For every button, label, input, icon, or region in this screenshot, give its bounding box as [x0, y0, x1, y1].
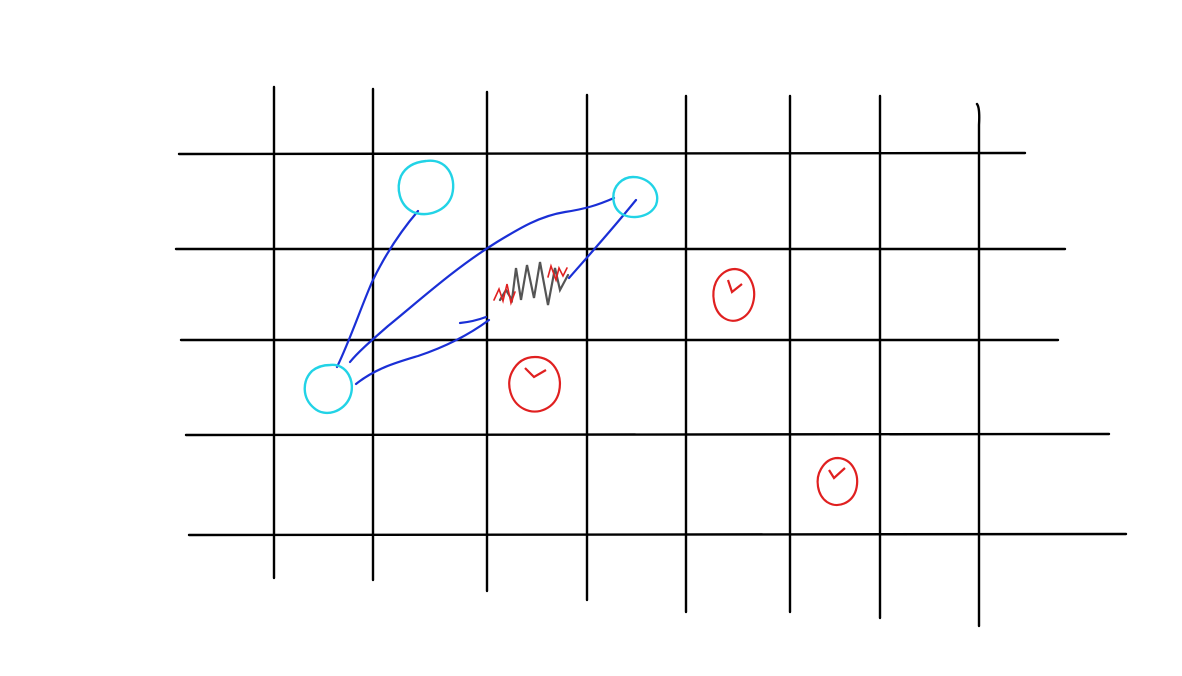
red-clock-icon [816, 456, 859, 507]
link-top-node-to-bottom-node [335, 209, 420, 369]
red-clock-face [508, 355, 561, 413]
red-nodes [508, 267, 859, 507]
horizontal-grid-lines [174, 151, 1128, 537]
grid-hline [184, 432, 1111, 437]
vertical-grid-lines [272, 85, 981, 628]
grid-vline [975, 102, 981, 628]
cyan-node-icon [303, 363, 353, 415]
red-clock-face [712, 267, 756, 322]
red-clock-hands [726, 279, 743, 294]
red-clock-hands [524, 367, 547, 379]
red-clock-face [816, 456, 859, 507]
link-right-node-to-bottom-node [348, 196, 616, 364]
blue-links [335, 196, 638, 386]
grid-hline [187, 532, 1128, 537]
spring-coil-red [547, 263, 568, 283]
grid-hline [177, 151, 1027, 156]
spring-icon [493, 261, 570, 306]
link-spring-left-tail [458, 315, 488, 325]
spring-coil [498, 261, 570, 306]
red-clock-hands [828, 467, 846, 480]
spring-coil-red [493, 283, 516, 306]
red-clock-icon [508, 355, 561, 413]
cyan-nodes [303, 159, 659, 415]
link-bottom-node-to-spring [354, 318, 491, 386]
cyan-node-icon [397, 159, 455, 216]
cyan-node-icon [612, 175, 659, 219]
link-spring-to-right-node [567, 198, 638, 280]
red-clock-icon [712, 267, 756, 322]
